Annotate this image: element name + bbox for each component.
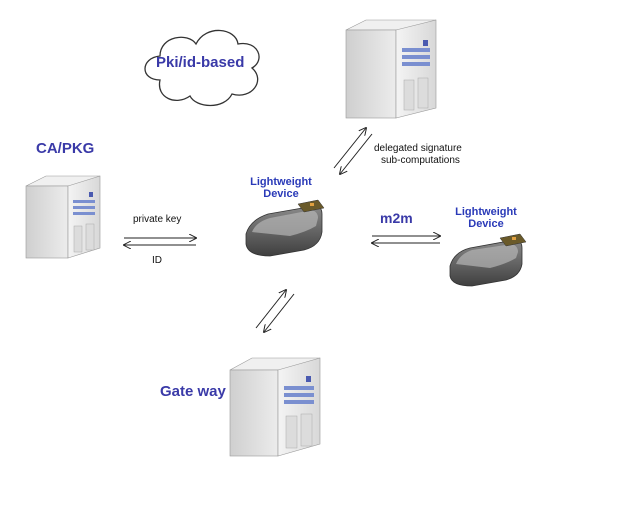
right-device-label-line2: Device: [468, 218, 504, 230]
cloud-label: Pki/id-based: [156, 54, 245, 71]
center-device-label-line2: Device: [263, 188, 299, 200]
ca-pkg-label: CA/PKG: [36, 140, 95, 157]
lightweight-device-right-icon: [449, 233, 527, 287]
server-ca-pkg-icon: [25, 175, 101, 259]
arrow-m2m: [372, 236, 440, 243]
m2m-label: m2m: [380, 210, 413, 226]
delegated-signature-line2: sub-computations: [381, 155, 460, 166]
server-gateway-icon: [229, 357, 321, 457]
private-key-label: private key: [133, 214, 182, 225]
right-device-label-line1: Lightweight: [455, 206, 517, 218]
delegated-signature-label: delegated signature sub-computations: [374, 143, 462, 167]
center-device-label: Lightweight Device: [246, 176, 316, 200]
arrow-gateway-device: [255, 290, 295, 332]
arrow-ca-device: [124, 238, 196, 245]
delegated-signature-line1: delegated signature: [374, 143, 462, 154]
lightweight-device-center-icon: [245, 199, 325, 257]
server-top-icon: [345, 19, 437, 119]
id-label: ID: [152, 255, 162, 266]
arrow-server-device: [333, 128, 373, 174]
center-device-label-line1: Lightweight: [250, 176, 312, 188]
cloud-shape: [144, 29, 260, 107]
right-device-label: Lightweight Device: [451, 206, 521, 230]
gateway-label: Gate way: [160, 383, 226, 400]
